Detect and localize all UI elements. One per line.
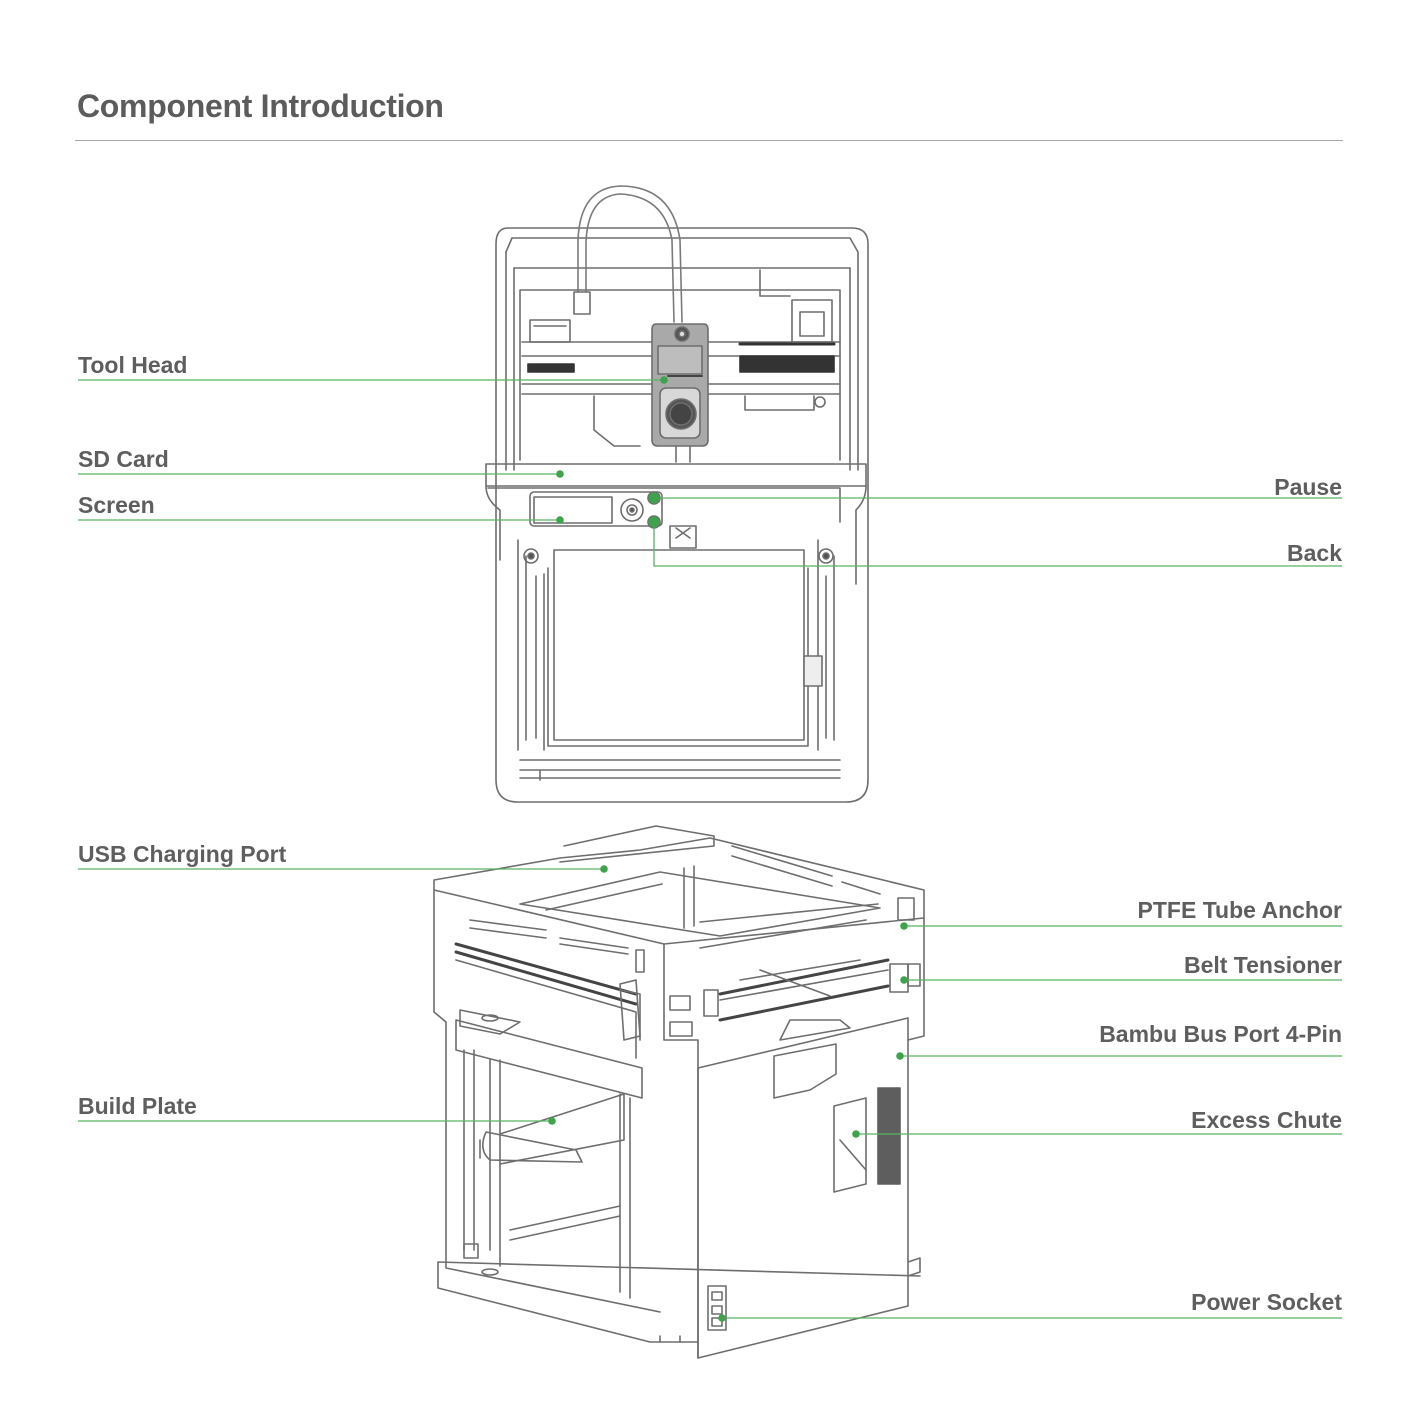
dot-build-plate	[548, 1117, 556, 1125]
page-title: Component Introduction	[77, 88, 444, 124]
dot-bambu-bus-port	[896, 1052, 904, 1060]
label-build-plate: Build Plate	[78, 1093, 197, 1119]
printer-iso-view	[433, 825, 925, 1359]
dot-power-socket	[718, 1314, 726, 1322]
label-usb-charging-port: USB Charging Port	[78, 841, 287, 867]
printer-front-view	[485, 185, 869, 803]
callout-lines	[78, 379, 1342, 1319]
dot-tool-head	[660, 376, 668, 384]
dot-sd-card	[556, 470, 564, 478]
dot-excess-chute	[852, 1130, 860, 1138]
label-power-socket: Power Socket	[1191, 1289, 1342, 1315]
leader-back	[653, 522, 1342, 567]
dot-back	[648, 516, 660, 528]
label-tool-head: Tool Head	[78, 352, 188, 378]
label-sd-card: SD Card	[78, 446, 169, 472]
dot-ptfe-tube-anchor	[900, 922, 908, 930]
label-belt-tensioner: Belt Tensioner	[1183, 952, 1342, 978]
dot-belt-tensioner	[900, 976, 908, 984]
dot-pause	[648, 492, 660, 504]
label-screen: Screen	[78, 492, 155, 518]
callout-dots	[548, 376, 908, 1322]
label-bambu-bus-port: Bambu Bus Port 4-Pin	[1099, 1021, 1342, 1047]
label-excess-chute: Excess Chute	[1191, 1107, 1342, 1133]
title-divider	[75, 140, 1343, 141]
label-pause: Pause	[1274, 474, 1342, 500]
label-ptfe-tube-anchor: PTFE Tube Anchor	[1137, 897, 1342, 923]
dot-usb-charging-port	[600, 865, 608, 873]
dot-screen	[556, 516, 564, 524]
label-back: Back	[1287, 540, 1342, 566]
